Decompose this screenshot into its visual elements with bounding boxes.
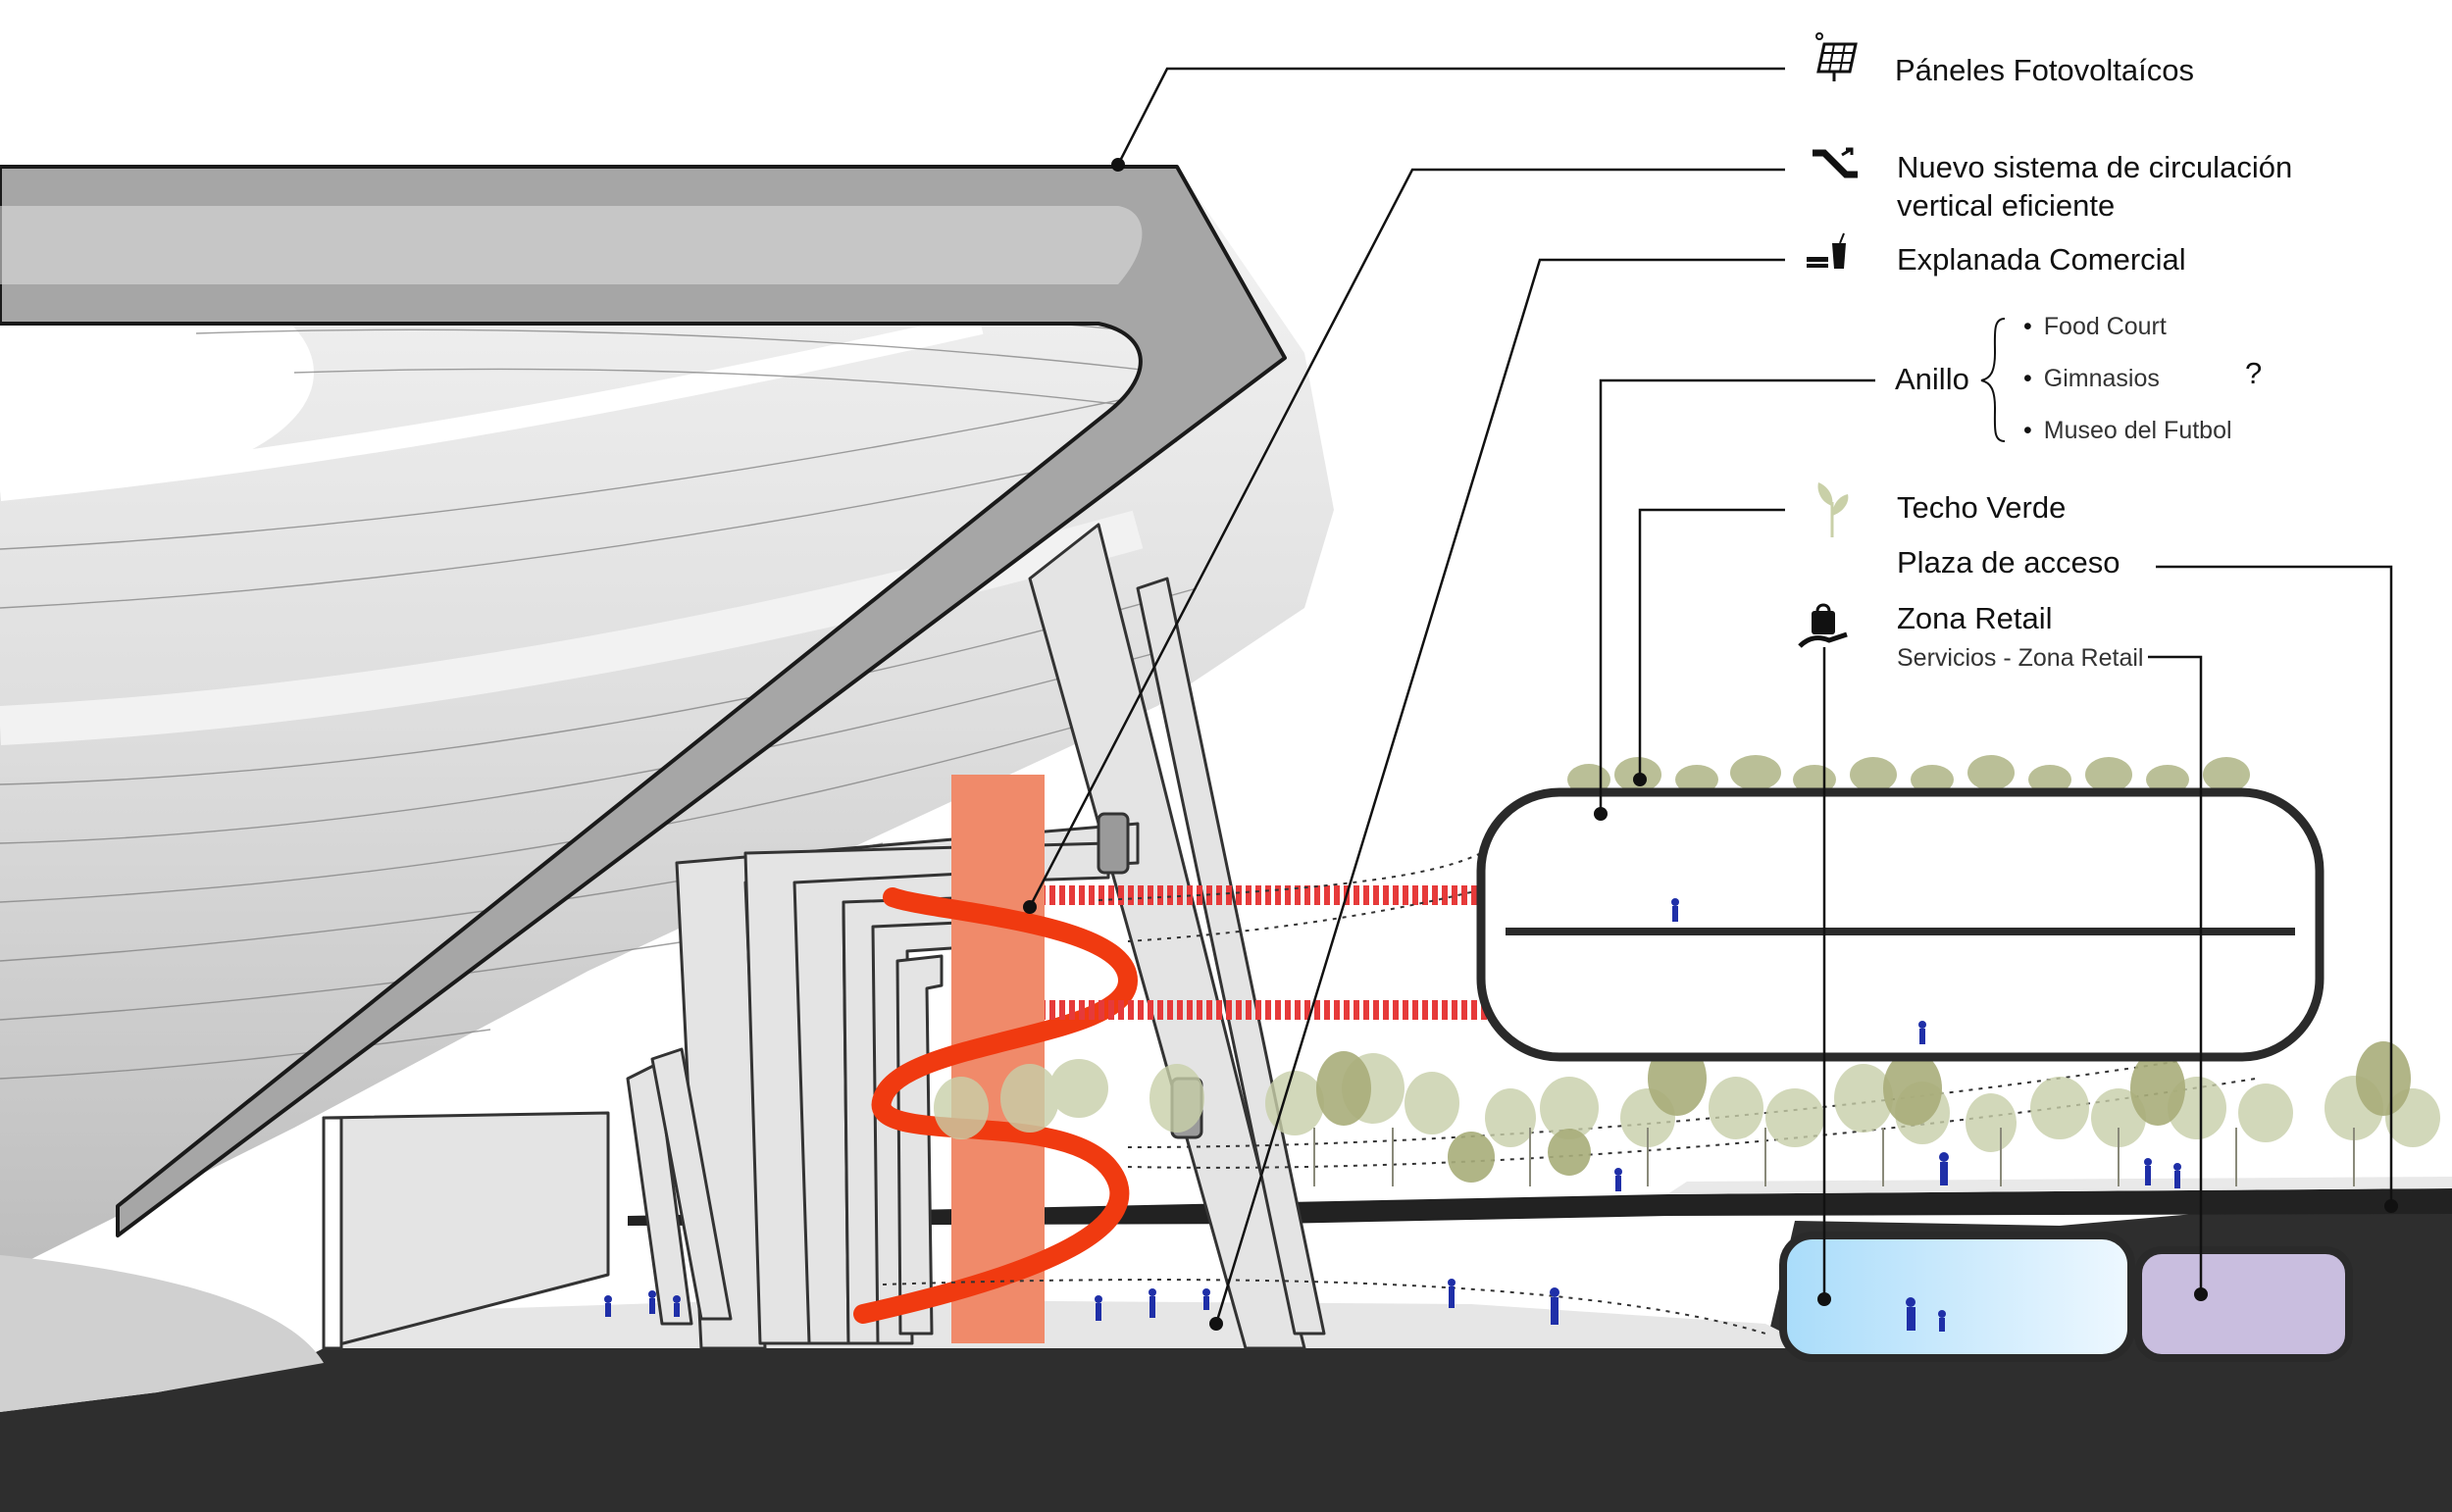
label-plaza: Plaza de acceso [1897,545,2120,580]
food-drink-icon [1807,232,1846,269]
solar-panel-icon [1815,32,1858,81]
escalator-icon [1813,147,1858,178]
dotted-paths [882,852,2257,1335]
anillo-item-food-court: Food Court [2023,313,2167,341]
people-figures [604,898,2181,1332]
anillo-brace [1980,318,2006,442]
label-circulacion-line2: vertical eficiente [1897,188,2116,223]
circulation-core [853,775,1139,1343]
leader-lines [1028,67,2393,1325]
label-explanada: Explanada Comercial [1897,242,2186,277]
shopping-bag-hand-icon [1798,603,1848,648]
label-anillo: Anillo [1895,362,1969,396]
flow-arrows [1045,865,1605,1040]
leader-dots [1023,158,2398,1331]
leaf-icon [1817,482,1849,537]
label-circulacion-line1: Nuevo sistema de circulación [1897,150,2293,184]
label-zona-retail: Zona Retail [1897,601,2053,635]
label-techo-verde: Techo Verde [1897,490,2067,525]
anillo-item-museo: Museo del Futbol [2023,417,2232,445]
trees-row [934,1041,2440,1186]
underground-volumes [1779,1232,2353,1362]
label-paneles: Páneles Fotovoltaícos [1895,53,2195,87]
question-mark: ? [2245,356,2263,390]
roof-canopy [0,165,1287,1237]
ring-building [1476,787,2324,1062]
anillo-item-gimnasios: Gimnasios [2023,365,2160,393]
label-servicios: Servicios - Zona Retail [1897,644,2144,672]
